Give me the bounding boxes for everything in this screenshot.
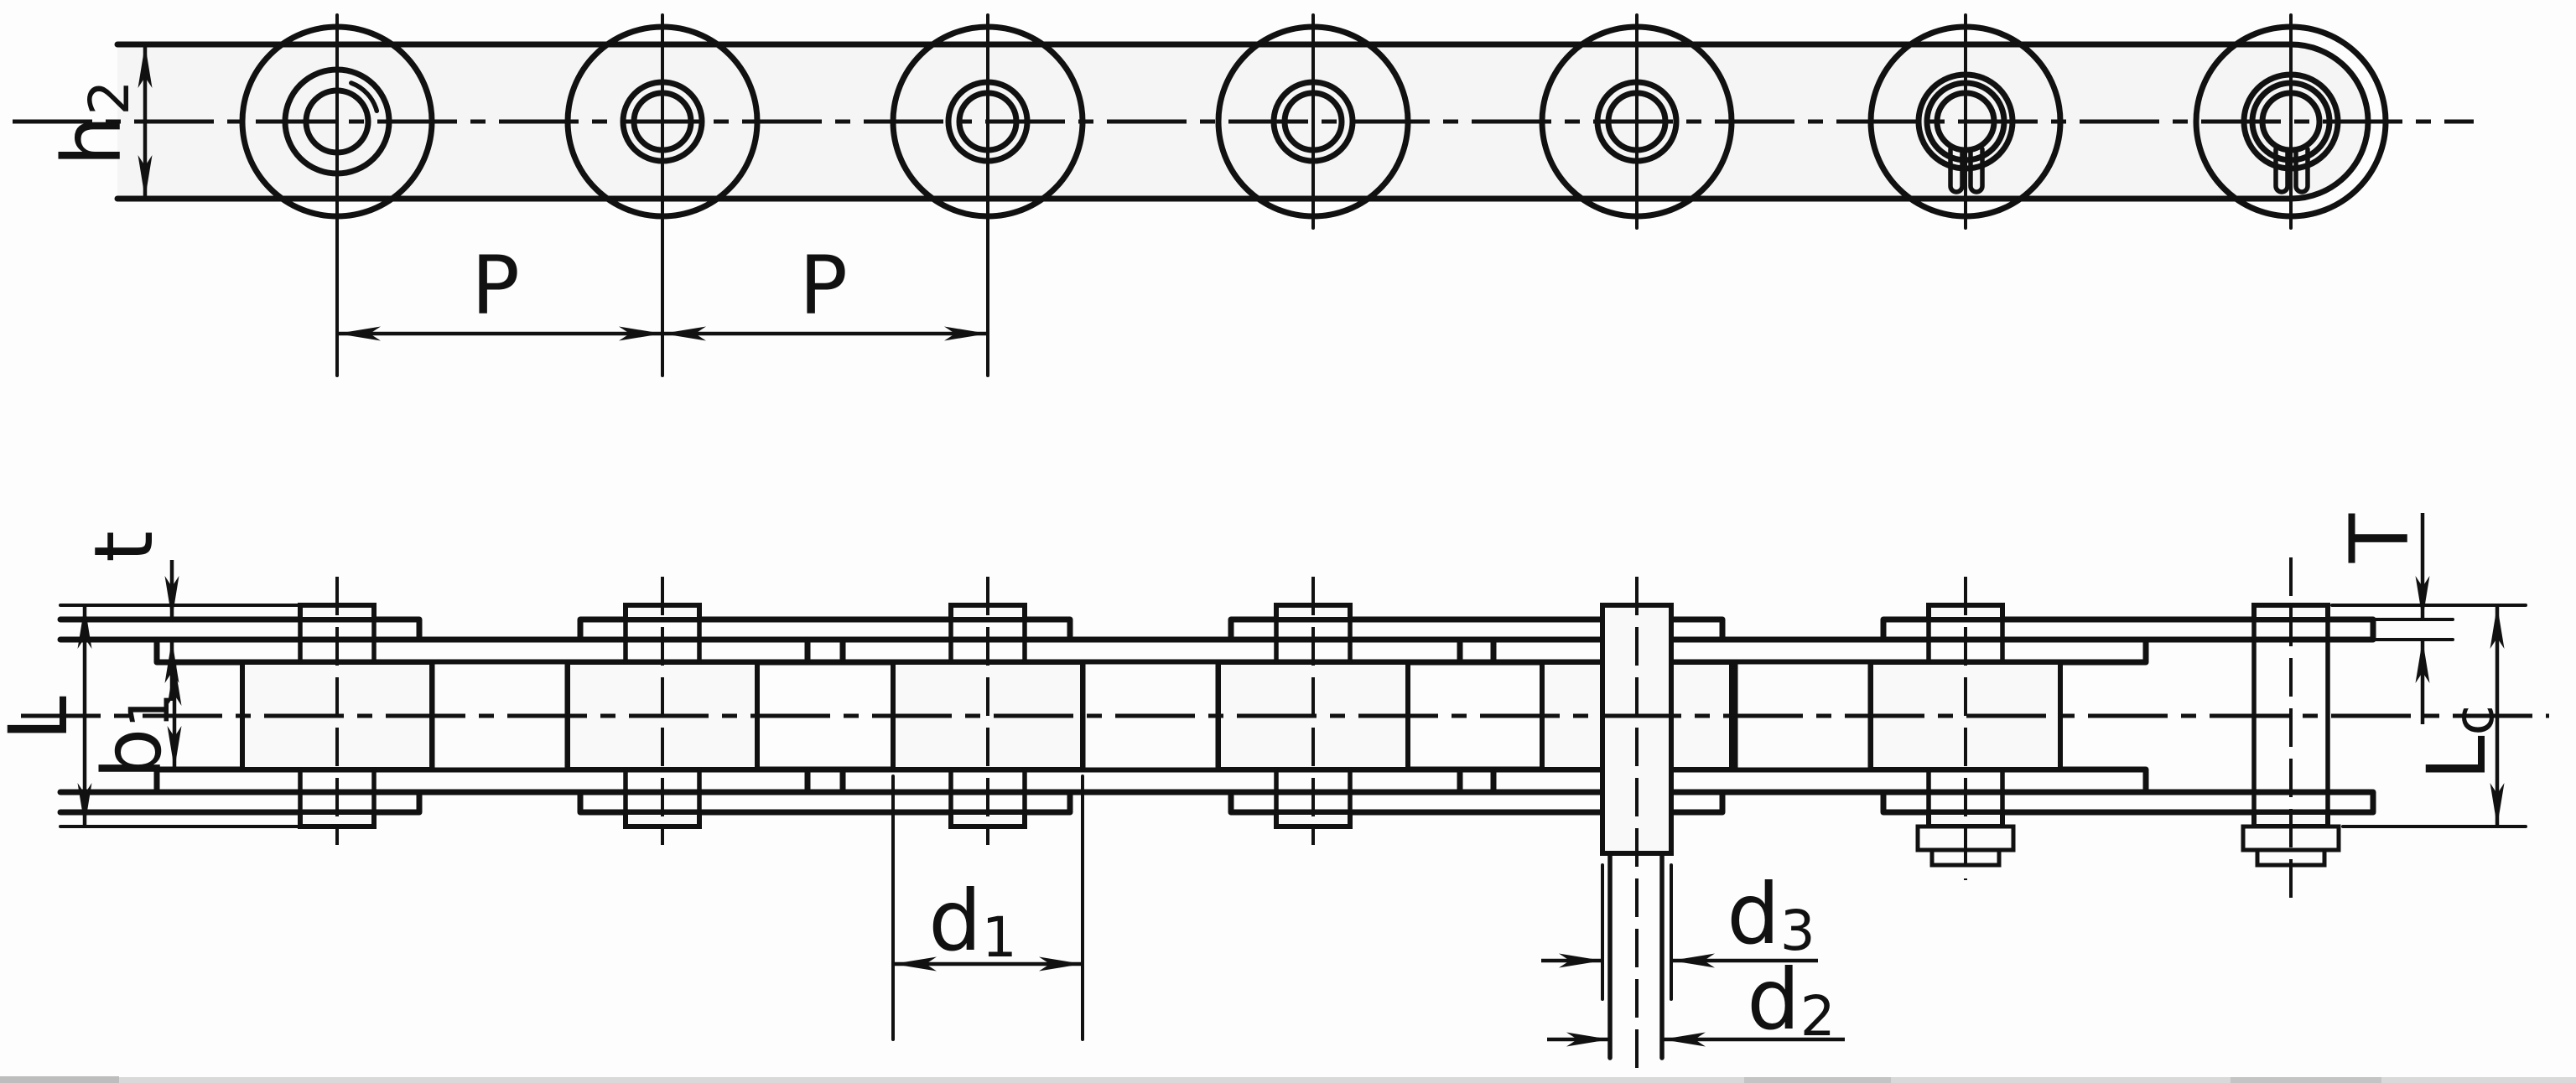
- plan-view: t L b1 d1 d3: [0, 513, 2549, 1081]
- dimension-d1: d1: [891, 775, 1084, 1041]
- dimension-Lc: Lc: [2330, 604, 2527, 828]
- press-fit-arc: [349, 80, 380, 114]
- scan-edge-artifact: [0, 1076, 2576, 1083]
- roller-7-cotter: [2193, 23, 2389, 220]
- dimension-t: t: [77, 531, 179, 701]
- dimension-d3: d3: [1541, 863, 1818, 1001]
- joint-steps: [298, 617, 2330, 815]
- label-T: T: [2333, 513, 2427, 563]
- dimension-T: T: [2333, 513, 2454, 724]
- cotter-pin-prong: [2273, 147, 2290, 194]
- label-d3: d3: [1727, 865, 1815, 963]
- label-d1: d1: [928, 872, 1016, 970]
- dimension-d2: d2: [1547, 951, 1845, 1049]
- label-b1: b1: [86, 693, 182, 780]
- dimension-h2: h2: [45, 44, 153, 199]
- label-t: t: [77, 531, 171, 562]
- label-h2: h2: [45, 80, 142, 167]
- dimension-pitch: P P: [337, 239, 988, 341]
- cotter-ends: [1915, 824, 2341, 868]
- label-pitch-left: P: [471, 239, 520, 333]
- label-d2: d2: [1747, 951, 1835, 1049]
- label-Lc: Lc: [2410, 705, 2506, 780]
- cotter-pin-prong: [1948, 147, 1965, 194]
- label-L: L: [0, 696, 86, 740]
- cotter-pin-prong: [1968, 147, 1985, 194]
- plan-pitch-centerlines: [335, 557, 2293, 1081]
- dimension-b1: b1: [86, 662, 182, 779]
- cotter-pin-prong: [2293, 147, 2310, 194]
- side-view: h2 P P: [13, 13, 2474, 377]
- label-pitch-right: P: [799, 239, 848, 333]
- dimension-L: L: [0, 604, 305, 828]
